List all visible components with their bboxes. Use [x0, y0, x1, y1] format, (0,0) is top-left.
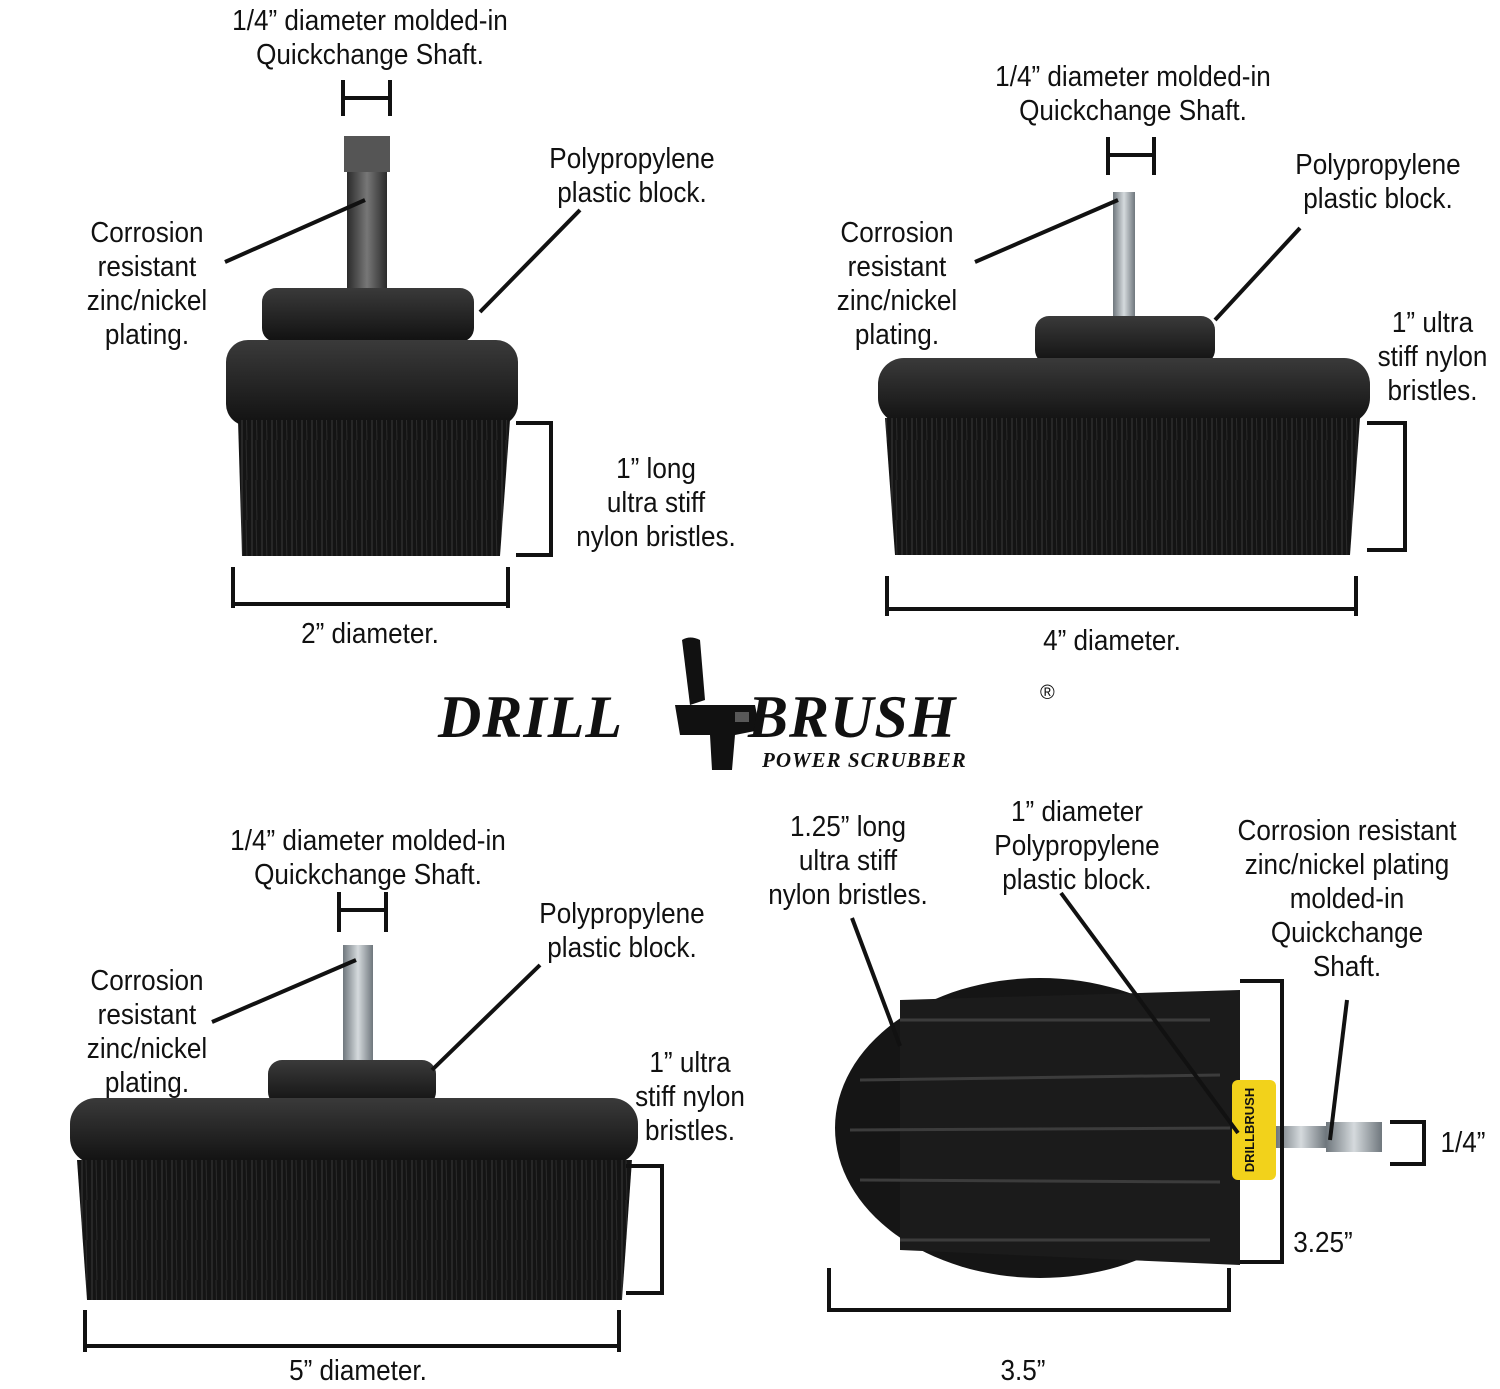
brush-2-inch — [226, 136, 518, 556]
dimension-lines-panel-2 — [885, 137, 1407, 616]
brand-tagline: POWER SCRUBBER — [762, 748, 967, 772]
brand-word-2: BRUSH — [748, 684, 957, 750]
dimension-lines-panel-4 — [827, 891, 1426, 1312]
ferrule-brand-text: DRILLBRUSH — [1242, 1088, 1257, 1173]
brush-5-inch — [70, 945, 638, 1300]
length-label-panel-4: 3.25” — [1293, 1227, 1353, 1259]
diameter-label-panel-2: 4” diameter. — [1043, 625, 1181, 657]
diameter-label-panel-3: 5” diameter. — [289, 1355, 427, 1387]
brush-cone: DRILLBRUSH — [835, 978, 1382, 1278]
width-label-panel-4: 3.5” — [1000, 1355, 1046, 1387]
brush-4-inch — [878, 192, 1370, 555]
diameter-label-panel-1: 2” diameter. — [301, 618, 439, 650]
registered-mark: ® — [1040, 682, 1055, 704]
dimension-lines-panel-3 — [83, 892, 664, 1352]
shaft-size-label-panel-4: 1/4” — [1440, 1127, 1486, 1159]
drill-icon — [675, 637, 760, 770]
brand-logo: DRILL BRUSH — [438, 683, 955, 752]
dimension-lines-panel-1 — [224, 80, 582, 608]
brand-word-1: DRILL — [438, 684, 623, 750]
